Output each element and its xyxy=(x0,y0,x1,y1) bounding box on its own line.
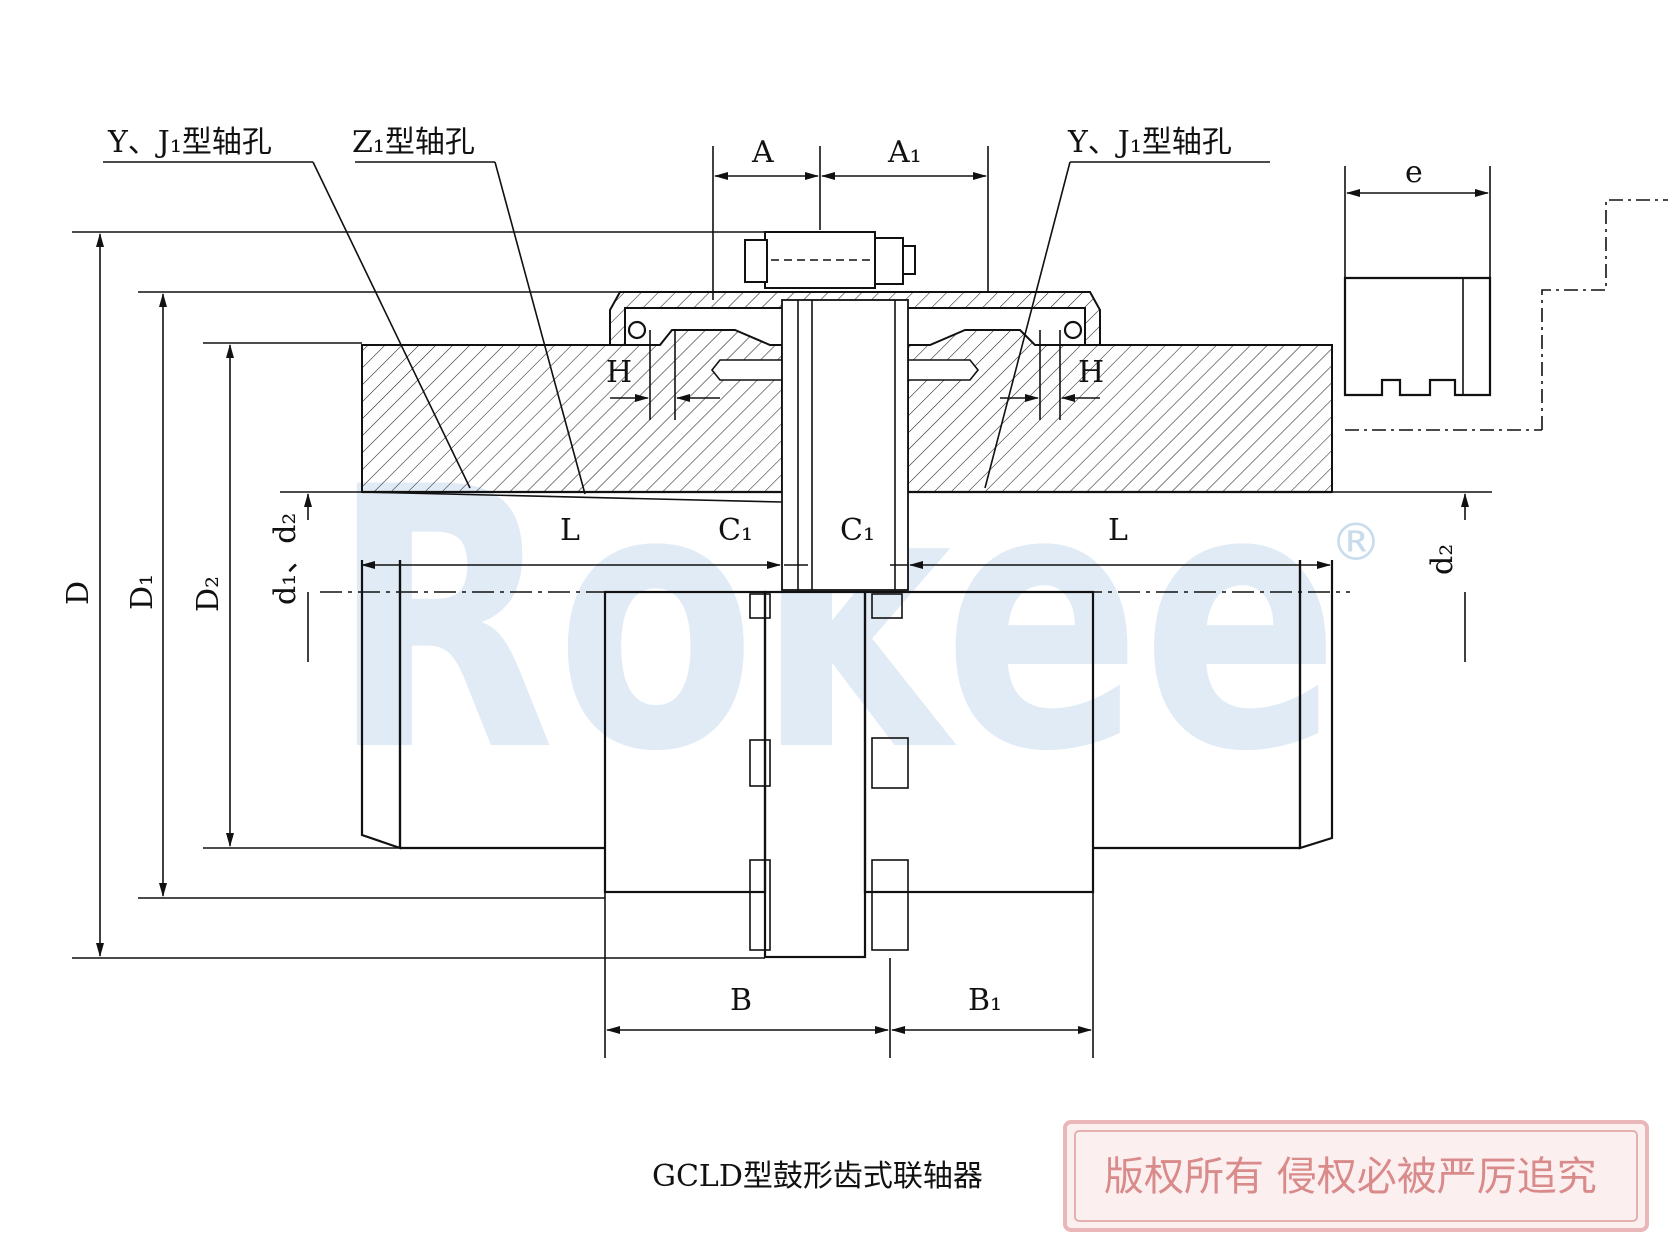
dim-label-d1-d2-bore: d₁、d₂ xyxy=(268,513,303,605)
copyright-stamp-text: 版权所有 侵权必被严厉追究 xyxy=(1104,1154,1597,1200)
dim-label-b1: B₁ xyxy=(968,983,1002,1018)
dim-label-a1: A₁ xyxy=(887,135,922,170)
copyright-stamp: 版权所有 侵权必被严厉追究 xyxy=(1063,1120,1649,1232)
dim-label-d2-bore-right: d₂ xyxy=(1425,544,1460,575)
right-hub-section xyxy=(907,329,1333,493)
dim-label-d1-outer: D₁ xyxy=(125,574,160,610)
dim-label-a: A xyxy=(751,135,774,170)
dim-label-d: D xyxy=(61,581,96,605)
dim-label-c1-right: C₁ xyxy=(840,513,875,548)
dim-label-h-right: H xyxy=(1078,355,1104,390)
left-seal-ring xyxy=(627,320,647,340)
drawing-title: GCLD型鼓形齿式联轴器 xyxy=(652,1159,983,1194)
dim-label-l-right: L xyxy=(1108,513,1128,548)
dim-label-l-left: L xyxy=(560,513,580,548)
labels: Y、J₁型轴孔 Z₁型轴孔 Y、J₁型轴孔 A A₁ e D D₁ D₂ d₁、… xyxy=(61,125,1460,1194)
right-seal-ring xyxy=(1063,320,1083,340)
flange-bolts xyxy=(749,593,909,951)
dim-label-e: e xyxy=(1405,155,1423,190)
callout-left-z1: Z₁型轴孔 xyxy=(352,125,475,160)
watermark-registered-mark: ® xyxy=(1330,513,1382,573)
dim-label-h-left: H xyxy=(606,355,632,390)
dim-label-d2-outer: D₂ xyxy=(191,576,226,612)
dimension-lines xyxy=(72,146,1492,1058)
upper-section-view xyxy=(361,231,1333,591)
callout-left-y-j1: Y、J₁型轴孔 xyxy=(107,125,272,160)
dim-label-c1-left: C₁ xyxy=(718,513,753,548)
callout-right-y-j1: Y、J₁型轴孔 xyxy=(1067,125,1232,160)
lower-outline-view xyxy=(360,560,1334,959)
sleeve-section xyxy=(609,291,1101,346)
left-hub-section xyxy=(361,329,783,493)
tooth-detail xyxy=(1343,199,1668,431)
dim-label-b: B xyxy=(730,983,752,1018)
top-bolt xyxy=(764,231,876,289)
